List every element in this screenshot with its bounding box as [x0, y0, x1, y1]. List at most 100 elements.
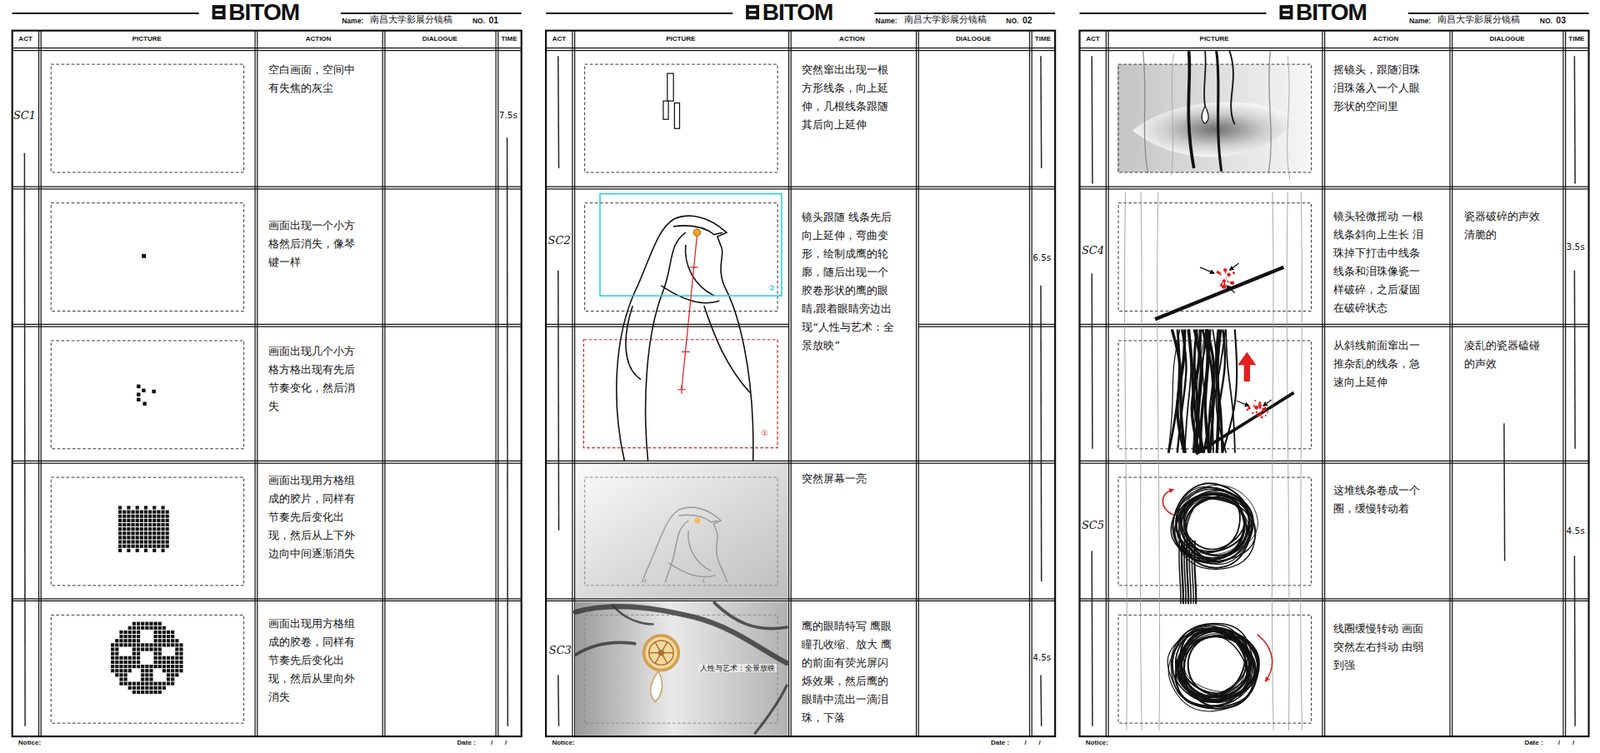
- reel-cell: [162, 643, 166, 647]
- reel-cell: [124, 673, 128, 677]
- rule-line: [915, 30, 917, 737]
- reel-cell: [115, 656, 119, 660]
- reel-cell: [154, 682, 158, 686]
- reel-cell: [175, 673, 179, 677]
- action-note: 摇镜头，跟随泪珠 泪珠落入一个人眼形状的空间里: [1333, 60, 1430, 116]
- tree-branch: [575, 606, 787, 664]
- film-cell: [135, 515, 140, 519]
- reel-cell: [119, 635, 123, 639]
- reel-cell: [145, 665, 149, 669]
- reel-cell: [124, 630, 128, 635]
- film-cell: [160, 535, 165, 540]
- reel-cell: [145, 673, 149, 677]
- rule-line: [12, 598, 522, 600]
- film-cell: [118, 545, 122, 549]
- film-cell: [156, 531, 160, 535]
- rule-line: [256, 30, 258, 737]
- film-cell: [156, 523, 160, 527]
- action-note: 画面出现用方格组成的胶卷，同样有节奏先后变化出现，然后从里向外消失: [268, 615, 365, 707]
- reel-cell: [149, 647, 153, 651]
- reel-cell: [136, 665, 140, 669]
- reel-cell: [145, 686, 149, 690]
- storyboard-art: [12, 5, 1590, 737]
- reel-cell: [149, 682, 153, 686]
- shatter-fragment: [1232, 271, 1235, 274]
- shatter-fragment: [1247, 406, 1251, 410]
- reel-cell: [179, 669, 183, 673]
- footer-field: Notice:: [551, 740, 575, 747]
- footer-field: /: [490, 740, 493, 747]
- film-cell: [165, 515, 170, 519]
- reel-cell: [162, 682, 166, 686]
- rule-line: [12, 188, 522, 190]
- reel-cell: [140, 686, 145, 690]
- reel-cell: [162, 660, 166, 665]
- reel-cell: [128, 665, 132, 669]
- reel-cell: [154, 665, 158, 669]
- reel-cell: [158, 639, 162, 643]
- span-line: [1040, 675, 1042, 727]
- line-coil: [1185, 499, 1251, 562]
- film-cell: [156, 535, 160, 540]
- shatter-fragment: [1234, 273, 1235, 275]
- column-header: ACT: [546, 35, 571, 43]
- shatter-shard: [1222, 280, 1226, 289]
- reel-cell: [136, 652, 140, 656]
- column-header: DIALOGUE: [394, 35, 486, 43]
- line-stroke: [674, 103, 680, 130]
- rule-line: [790, 30, 792, 737]
- film-cell: [152, 527, 156, 531]
- span-line: [557, 55, 560, 169]
- tangled-line: [1212, 330, 1226, 454]
- film-cell: [165, 540, 170, 544]
- picture-frame: [585, 64, 778, 173]
- callout-number: ①: [760, 430, 768, 438]
- reel-cell: [132, 630, 136, 635]
- tangled-line: [1205, 330, 1210, 454]
- film-cell: [165, 523, 170, 527]
- rule-line: [545, 324, 789, 325]
- action-note: 突然屏幕一亮: [801, 470, 899, 489]
- tangled-line: [1168, 330, 1180, 454]
- reel-cell: [145, 682, 149, 686]
- footer-field: Notice:: [18, 740, 41, 747]
- pixel-square: [136, 385, 140, 389]
- reel-cell: [154, 652, 158, 656]
- sheet-name: 南昌大学影展分镜稿: [370, 15, 453, 25]
- rule-line: [1565, 30, 1566, 737]
- reel-cell: [119, 669, 123, 673]
- span-line: [1040, 55, 1042, 169]
- reel-cell: [154, 639, 158, 643]
- film-cell: [160, 545, 165, 549]
- film-cell: [126, 540, 130, 544]
- film-cell: [118, 527, 122, 531]
- eagle-eye: [694, 518, 700, 525]
- motion-arrow: [1244, 363, 1250, 382]
- eagle-outline: [703, 580, 740, 584]
- column-header: DIALOGUE: [1460, 35, 1553, 43]
- line-coil: [1179, 495, 1256, 563]
- film-cell: [160, 527, 165, 531]
- tangled-line: [1198, 330, 1209, 454]
- shatter-shard: [1251, 411, 1255, 415]
- reel-cell: [166, 643, 170, 647]
- film-cell: [135, 535, 140, 540]
- growing-line: [1188, 50, 1194, 169]
- reel-cell: [128, 660, 132, 665]
- reel-cell: [149, 665, 153, 669]
- rule-line: [1080, 598, 1590, 600]
- reel-cell: [140, 647, 145, 651]
- film-cell: [148, 510, 152, 514]
- film-cell: [122, 535, 126, 540]
- rule-line: [495, 30, 496, 737]
- reel-cell: [179, 656, 183, 660]
- action-note: 空白画面，空间中有失焦的灰尘: [268, 60, 365, 98]
- pixel-square: [141, 389, 145, 393]
- eagle-outline: [633, 507, 743, 583]
- diagonal-line: [1155, 267, 1284, 320]
- reel-cell: [170, 656, 175, 660]
- rule-line: [1321, 30, 1323, 737]
- film-cell: [130, 510, 135, 514]
- sheet-number: 03: [1555, 15, 1566, 26]
- film-cell: [144, 523, 148, 527]
